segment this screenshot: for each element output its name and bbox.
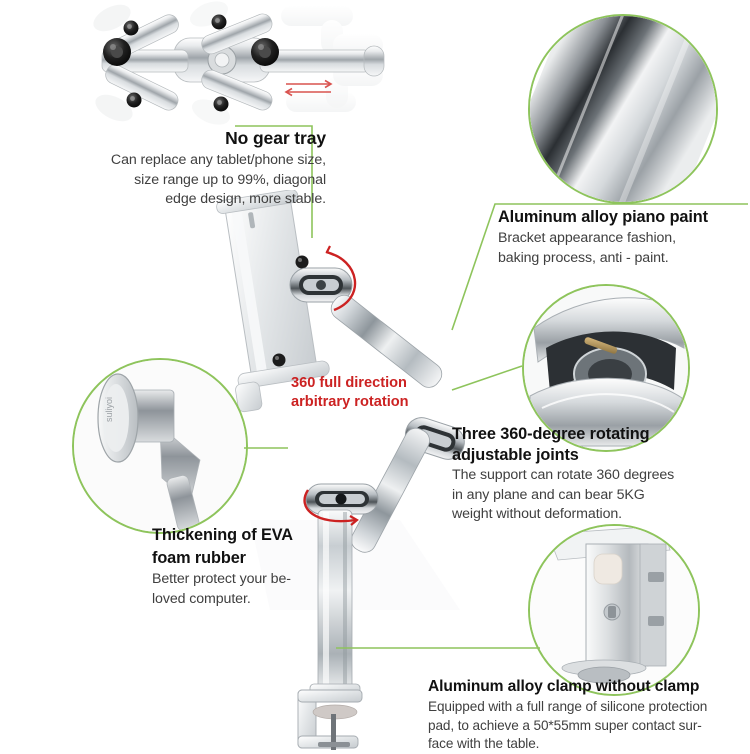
callout-body-line: weight without deformation. <box>452 506 623 522</box>
callout-title: Aluminum alloy clamp without clamp <box>428 678 700 695</box>
callout-eva-foam: Thickening of EVA foam rubber Better pro… <box>152 525 362 609</box>
callout-title: foam rubber <box>152 548 246 567</box>
gear-tray-clamp-mechanism-photo <box>78 0 388 128</box>
callout-body-line: The support can rotate 360 degrees <box>452 467 675 483</box>
callout-title: Aluminum alloy piano paint <box>498 208 708 226</box>
callout-title: No gear tray <box>225 128 326 148</box>
eva-foam-pad-photo: suliyoi <box>72 358 248 534</box>
callout-body-line: edge design, more stable. <box>165 191 326 207</box>
callout-body-line: Better protect your be- <box>152 571 291 587</box>
callout-title: Thickening of EVA <box>152 526 293 544</box>
slide-direction-arrows <box>284 79 333 97</box>
rotation-text-line: arbitrary rotation <box>291 394 409 410</box>
callout-rotating-joints: Three 360-degree rotating adjustable joi… <box>452 424 692 525</box>
callout-no-gear-tray: No gear tray Can replace any tablet/phon… <box>72 128 326 210</box>
rotation-text-line: 360 full direction <box>291 375 407 391</box>
desk-clamp <box>297 689 363 750</box>
rotation-arrow-lower <box>303 489 359 526</box>
callout-rotation-annotation: 360 full direction arbitrary rotation <box>291 374 423 412</box>
callout-body-line: Can replace any tablet/phone size, <box>110 152 326 168</box>
callout-piano-paint: Aluminum alloy piano paint Bracket appea… <box>498 207 746 268</box>
aluminum-tube-closeup-photo <box>528 14 718 204</box>
rotating-joint-upper <box>289 267 353 303</box>
callout-body-line: Bracket appearance fashion, <box>498 230 676 246</box>
callout-body-line: loved computer. <box>152 590 251 607</box>
callout-body-line: pad, to achieve a 50*55mm super contact … <box>428 717 702 733</box>
clamp-closeup-photo <box>528 524 700 696</box>
callout-title: Three 360-degree rotating <box>452 425 650 443</box>
rotation-arrow-upper <box>325 245 357 312</box>
callout-body-line: in any plane and can bear 5KG <box>452 486 645 503</box>
callout-body-line: size range up to 99%, diagonal <box>134 171 326 188</box>
callout-clamp: Aluminum alloy clamp without clamp Equip… <box>428 677 750 754</box>
adjust-knob <box>103 38 131 66</box>
callout-body-line: face with the table. <box>428 736 540 751</box>
svg-text:suliyoi: suliyoi <box>104 397 114 422</box>
callout-body-line: baking process, anti - paint. <box>498 249 669 266</box>
rotating-joint-lower <box>305 483 379 515</box>
callout-body-line: Equipped with a full range of silicone p… <box>428 699 708 714</box>
callout-title: adjustable joints <box>452 446 579 464</box>
adjust-knob <box>251 38 279 66</box>
silicone-pad <box>593 553 623 585</box>
